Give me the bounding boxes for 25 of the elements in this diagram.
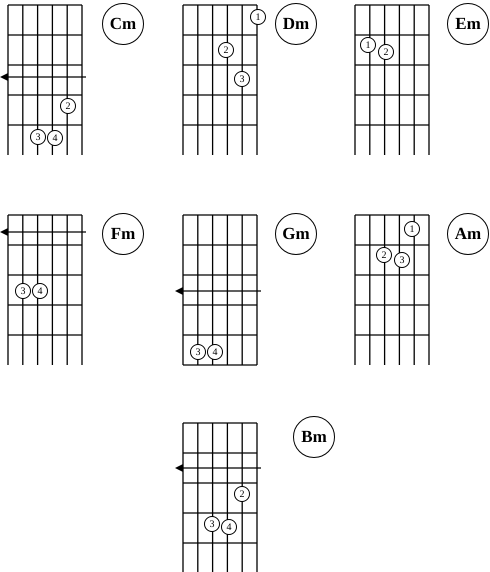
finger-number-circle: 3 <box>234 71 250 87</box>
finger-number-circle: 4 <box>47 130 63 146</box>
finger-number-circle: 2 <box>378 44 394 60</box>
chord-name-circle: Dm <box>275 3 317 45</box>
finger-number-circle: 3 <box>204 516 220 532</box>
finger-number-circle: 1 <box>360 37 376 53</box>
finger-number-circle: 4 <box>32 283 48 299</box>
chord-name-circle: Fm <box>102 213 144 255</box>
chord-name-circle: Cm <box>102 3 144 45</box>
finger-number-circle: 2 <box>218 42 234 58</box>
finger-number-circle: 4 <box>207 344 223 360</box>
finger-number-circle: 3 <box>30 129 46 145</box>
finger-number-circle: 2 <box>234 486 250 502</box>
finger-number-circle: 3 <box>394 252 410 268</box>
finger-number-circle: 2 <box>376 247 392 263</box>
finger-number-circle: 3 <box>190 344 206 360</box>
finger-number-circle: 4 <box>221 519 237 535</box>
chord-name-circle: Am <box>447 213 489 255</box>
finger-number-circle: 3 <box>15 283 31 299</box>
finger-number-circle: 2 <box>60 98 76 114</box>
chord-name-circle: Bm <box>293 416 335 458</box>
finger-number-circle: 1 <box>404 221 420 237</box>
finger-number-circle: 1 <box>250 9 266 25</box>
chord-name-circle: Gm <box>275 213 317 255</box>
chord-name-circle: Em <box>447 3 489 45</box>
